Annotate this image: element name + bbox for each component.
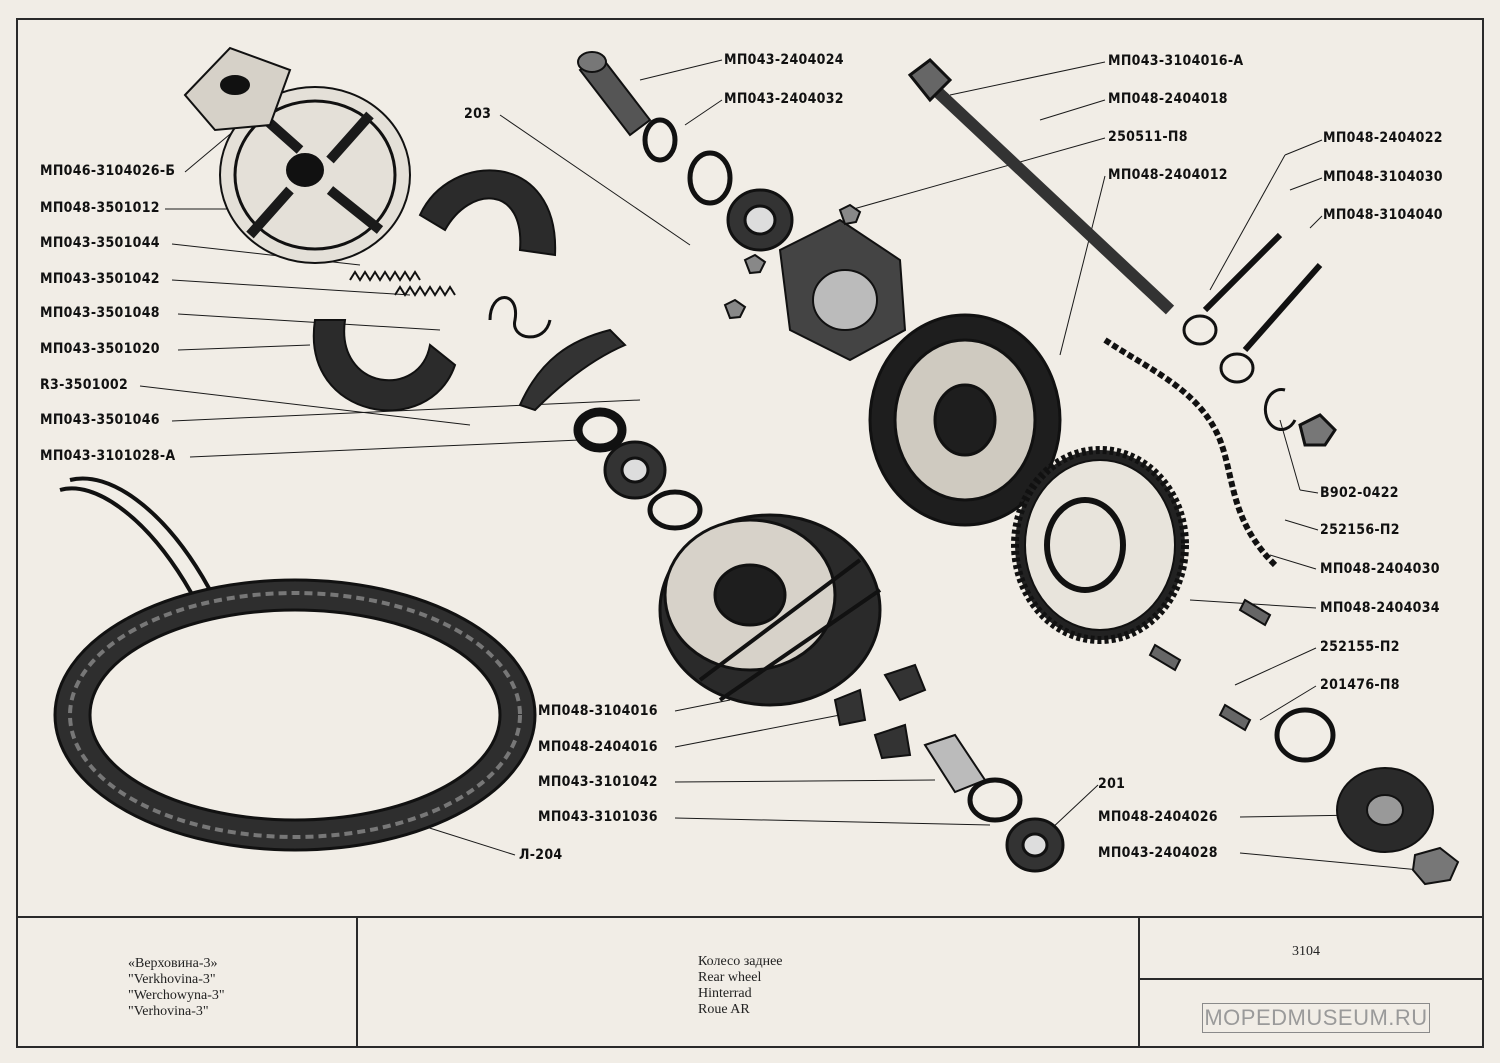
leader-lines	[139, 59, 1421, 871]
label-r3-3501002: R3-3501002	[40, 377, 129, 393]
brake-springs	[349, 270, 552, 339]
label-mp048-2404026: МП048-2404026	[1098, 809, 1218, 825]
brake-drum	[868, 313, 1062, 527]
drive-chain	[1103, 337, 1278, 568]
drawing-frame	[16, 18, 1484, 1048]
model-name-de: "Werchowyna-3"	[128, 988, 225, 1003]
label-mp048-2404030: МП048-2404030	[1320, 561, 1440, 577]
label-201476-p8: 201476-П8	[1320, 677, 1400, 693]
part-name-ru: Колесо заднее	[698, 954, 783, 969]
label-mp043-3501044: МП043-3501044	[40, 235, 160, 251]
brake-anchor-bracket	[183, 46, 292, 132]
label-mp048-3104040: МП048-3104040	[1323, 207, 1443, 223]
label-mp048-2404016: МП048-2404016	[538, 739, 658, 755]
part-name-en: Rear wheel	[698, 970, 762, 985]
label-mp048-2404018: МП048-2404018	[1108, 91, 1228, 107]
model-names: «Верховина-3» "Verkhovina-3" "Werchowyna…	[128, 956, 225, 1020]
part-name-de: Hinterrad	[698, 986, 752, 1001]
watermark: MOPEDMUSEUM.RU	[1202, 1003, 1430, 1033]
chain-adjusters	[1182, 232, 1337, 447]
label-mp043-2404024: МП043-2404024	[724, 52, 844, 68]
label-mp043-3501048: МП043-3501048	[40, 305, 160, 321]
label-mp043-2404032: МП043-2404032	[724, 91, 844, 107]
sprocket-bolts	[1148, 598, 1272, 732]
label-252155-p2: 252155-П2	[1320, 639, 1400, 655]
label-mp043-3501042: МП043-3501042	[40, 271, 160, 287]
brake-plate	[219, 86, 411, 264]
label-201: 201	[1098, 776, 1126, 792]
part-name-fr: Roue AR	[698, 1002, 750, 1017]
label-mp046-3104026-b: МП046-3104026-Б	[40, 163, 176, 179]
label-250511-p8: 250511-П8	[1108, 129, 1188, 145]
hub-spacer-tube	[923, 733, 987, 794]
sheet-number: 3104	[1292, 944, 1320, 959]
label-mp048-2404034: МП048-2404034	[1320, 600, 1440, 616]
label-mp048-2404012: МП048-2404012	[1108, 167, 1228, 183]
label-mp043-3501046: МП043-3501046	[40, 412, 160, 428]
title-block-divider-1	[356, 916, 358, 1048]
spacer-rings	[573, 117, 1336, 823]
label-mp048-3501012: МП048-3501012	[40, 200, 160, 216]
label-mp043-3501020: МП043-3501020	[40, 341, 160, 357]
brake-shoe-lower	[312, 319, 457, 412]
title-block-top-rule	[16, 916, 1484, 918]
label-252156-p2: 252156-П2	[1320, 522, 1400, 538]
axle-bolt	[577, 51, 652, 137]
label-b902-0422: В902-0422	[1320, 485, 1399, 501]
brake-cam-lever	[518, 328, 627, 412]
model-name-ru: «Верховина-3»	[128, 956, 218, 971]
part-names: Колесо заднее Rear wheel Hinterrad Roue …	[698, 954, 783, 1018]
title-block: «Верховина-3» "Verkhovina-3" "Werchowyna…	[16, 916, 1484, 1048]
exploded-diagram	[53, 46, 1460, 886]
label-mp048-2404022: МП048-2404022	[1323, 130, 1443, 146]
tire	[53, 578, 537, 852]
sprocket-carrier	[723, 203, 907, 362]
title-block-divider-2	[1138, 916, 1140, 1048]
label-mp043-3101042: МП043-3101042	[538, 774, 658, 790]
label-mp043-3104016-a: МП043-3104016-А	[1108, 53, 1244, 69]
long-axle	[907, 58, 1175, 315]
label-l-204: Л-204	[519, 847, 563, 863]
model-name-en: "Verkhovina-3"	[128, 972, 216, 987]
label-mp048-3104016: МП048-3104016	[538, 703, 658, 719]
brake-shoe-upper	[418, 169, 557, 257]
bearings	[603, 188, 1065, 873]
rear-sprocket	[1011, 446, 1189, 644]
label-mp043-2404028: МП043-2404028	[1098, 845, 1218, 861]
label-203: 203	[464, 106, 492, 122]
rubber-dampers	[833, 663, 927, 760]
label-mp048-3104030: МП048-3104030	[1323, 169, 1443, 185]
rear-hub	[658, 513, 882, 707]
label-mp043-3101028-a: МП043-3101028-А	[40, 448, 176, 464]
title-block-divider-3	[1138, 978, 1484, 980]
wheel-nut	[1336, 767, 1460, 886]
label-mp043-3101036: МП043-3101036	[538, 809, 658, 825]
model-name-fr: "Verhovina-3"	[128, 1004, 209, 1019]
